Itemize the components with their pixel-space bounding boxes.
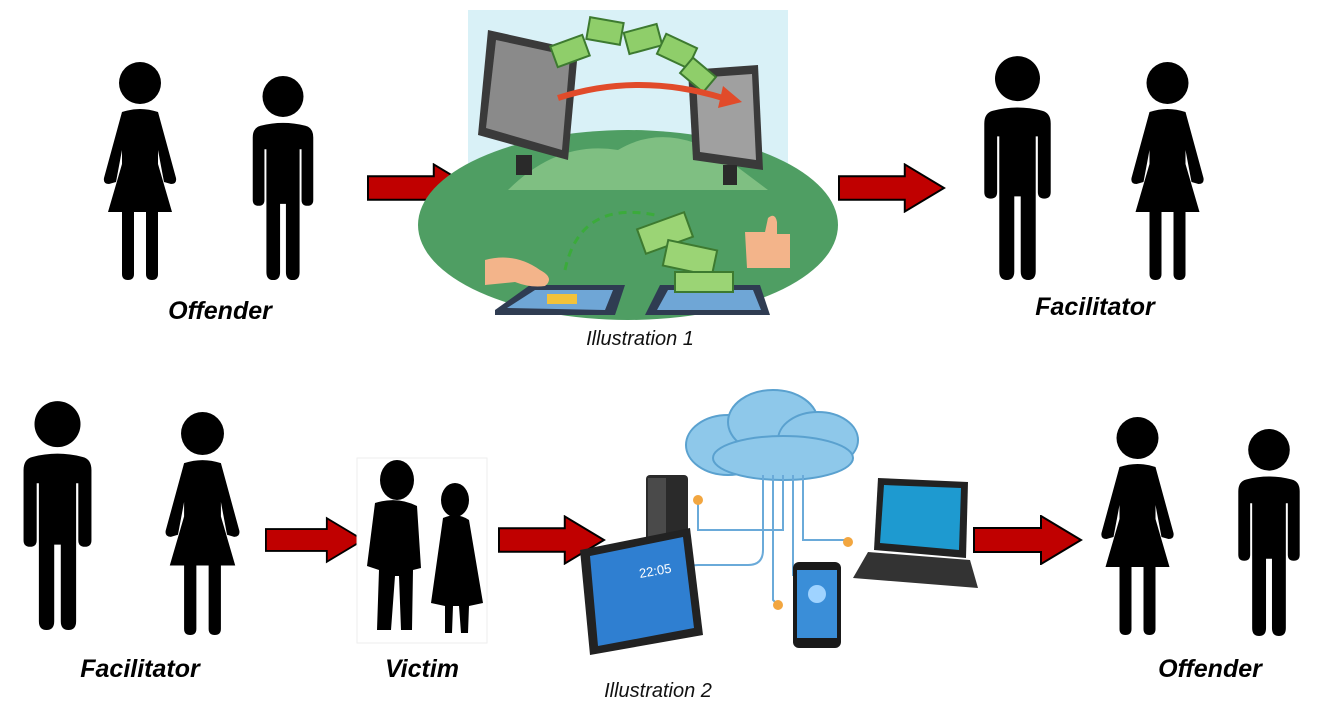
row2-arrow-3 bbox=[973, 515, 1083, 565]
facilitator-man-figure-2 bbox=[15, 400, 100, 630]
thumbs-up-icon bbox=[745, 215, 790, 268]
illustration-1-payment-image bbox=[485, 210, 790, 315]
facilitator-woman-figure bbox=[1110, 60, 1225, 280]
dashed-transfer-path bbox=[563, 210, 656, 271]
facilitator-man-figure bbox=[975, 55, 1060, 280]
offender-man-figure bbox=[248, 75, 318, 280]
banknotes-icon bbox=[548, 16, 718, 94]
illustration-1-label: Illustration 1 bbox=[586, 328, 694, 350]
transfer-arrow-icon bbox=[557, 82, 724, 101]
cloud-icon bbox=[685, 389, 859, 481]
row1-facilitator-label: Facilitator bbox=[1035, 293, 1155, 321]
pointing-hand-icon bbox=[485, 257, 549, 287]
row2-victim-label: Victim bbox=[384, 655, 460, 683]
row2-facilitator-label: Facilitator bbox=[80, 655, 200, 683]
illustration-2-label: Illustration 2 bbox=[604, 680, 712, 702]
tablet-clock: 22:05 bbox=[638, 561, 673, 581]
offender-woman-figure-2 bbox=[1095, 415, 1180, 635]
row1-offender-label: Offender bbox=[168, 297, 272, 325]
offender-man-figure-2 bbox=[1233, 428, 1305, 636]
left-phone-icon bbox=[495, 285, 625, 315]
row2-offender-label: Offender bbox=[1158, 655, 1262, 683]
row1-arrow-2 bbox=[838, 163, 946, 213]
victim-children-silhouette bbox=[356, 457, 488, 644]
laptop-icon bbox=[853, 478, 978, 588]
smartphone-icon bbox=[793, 562, 841, 648]
offender-woman-figure bbox=[100, 60, 180, 280]
illustration-1-transfer-image bbox=[418, 10, 838, 320]
cash-stack-icon bbox=[635, 210, 734, 293]
tablet-icon: 22:05 bbox=[580, 528, 703, 655]
facilitator-woman-figure-2 bbox=[145, 410, 260, 635]
illustration-2-cloud-devices-image: 22:05 bbox=[580, 389, 978, 655]
left-monitor-icon bbox=[478, 30, 578, 175]
row2-arrow-1 bbox=[265, 515, 365, 565]
